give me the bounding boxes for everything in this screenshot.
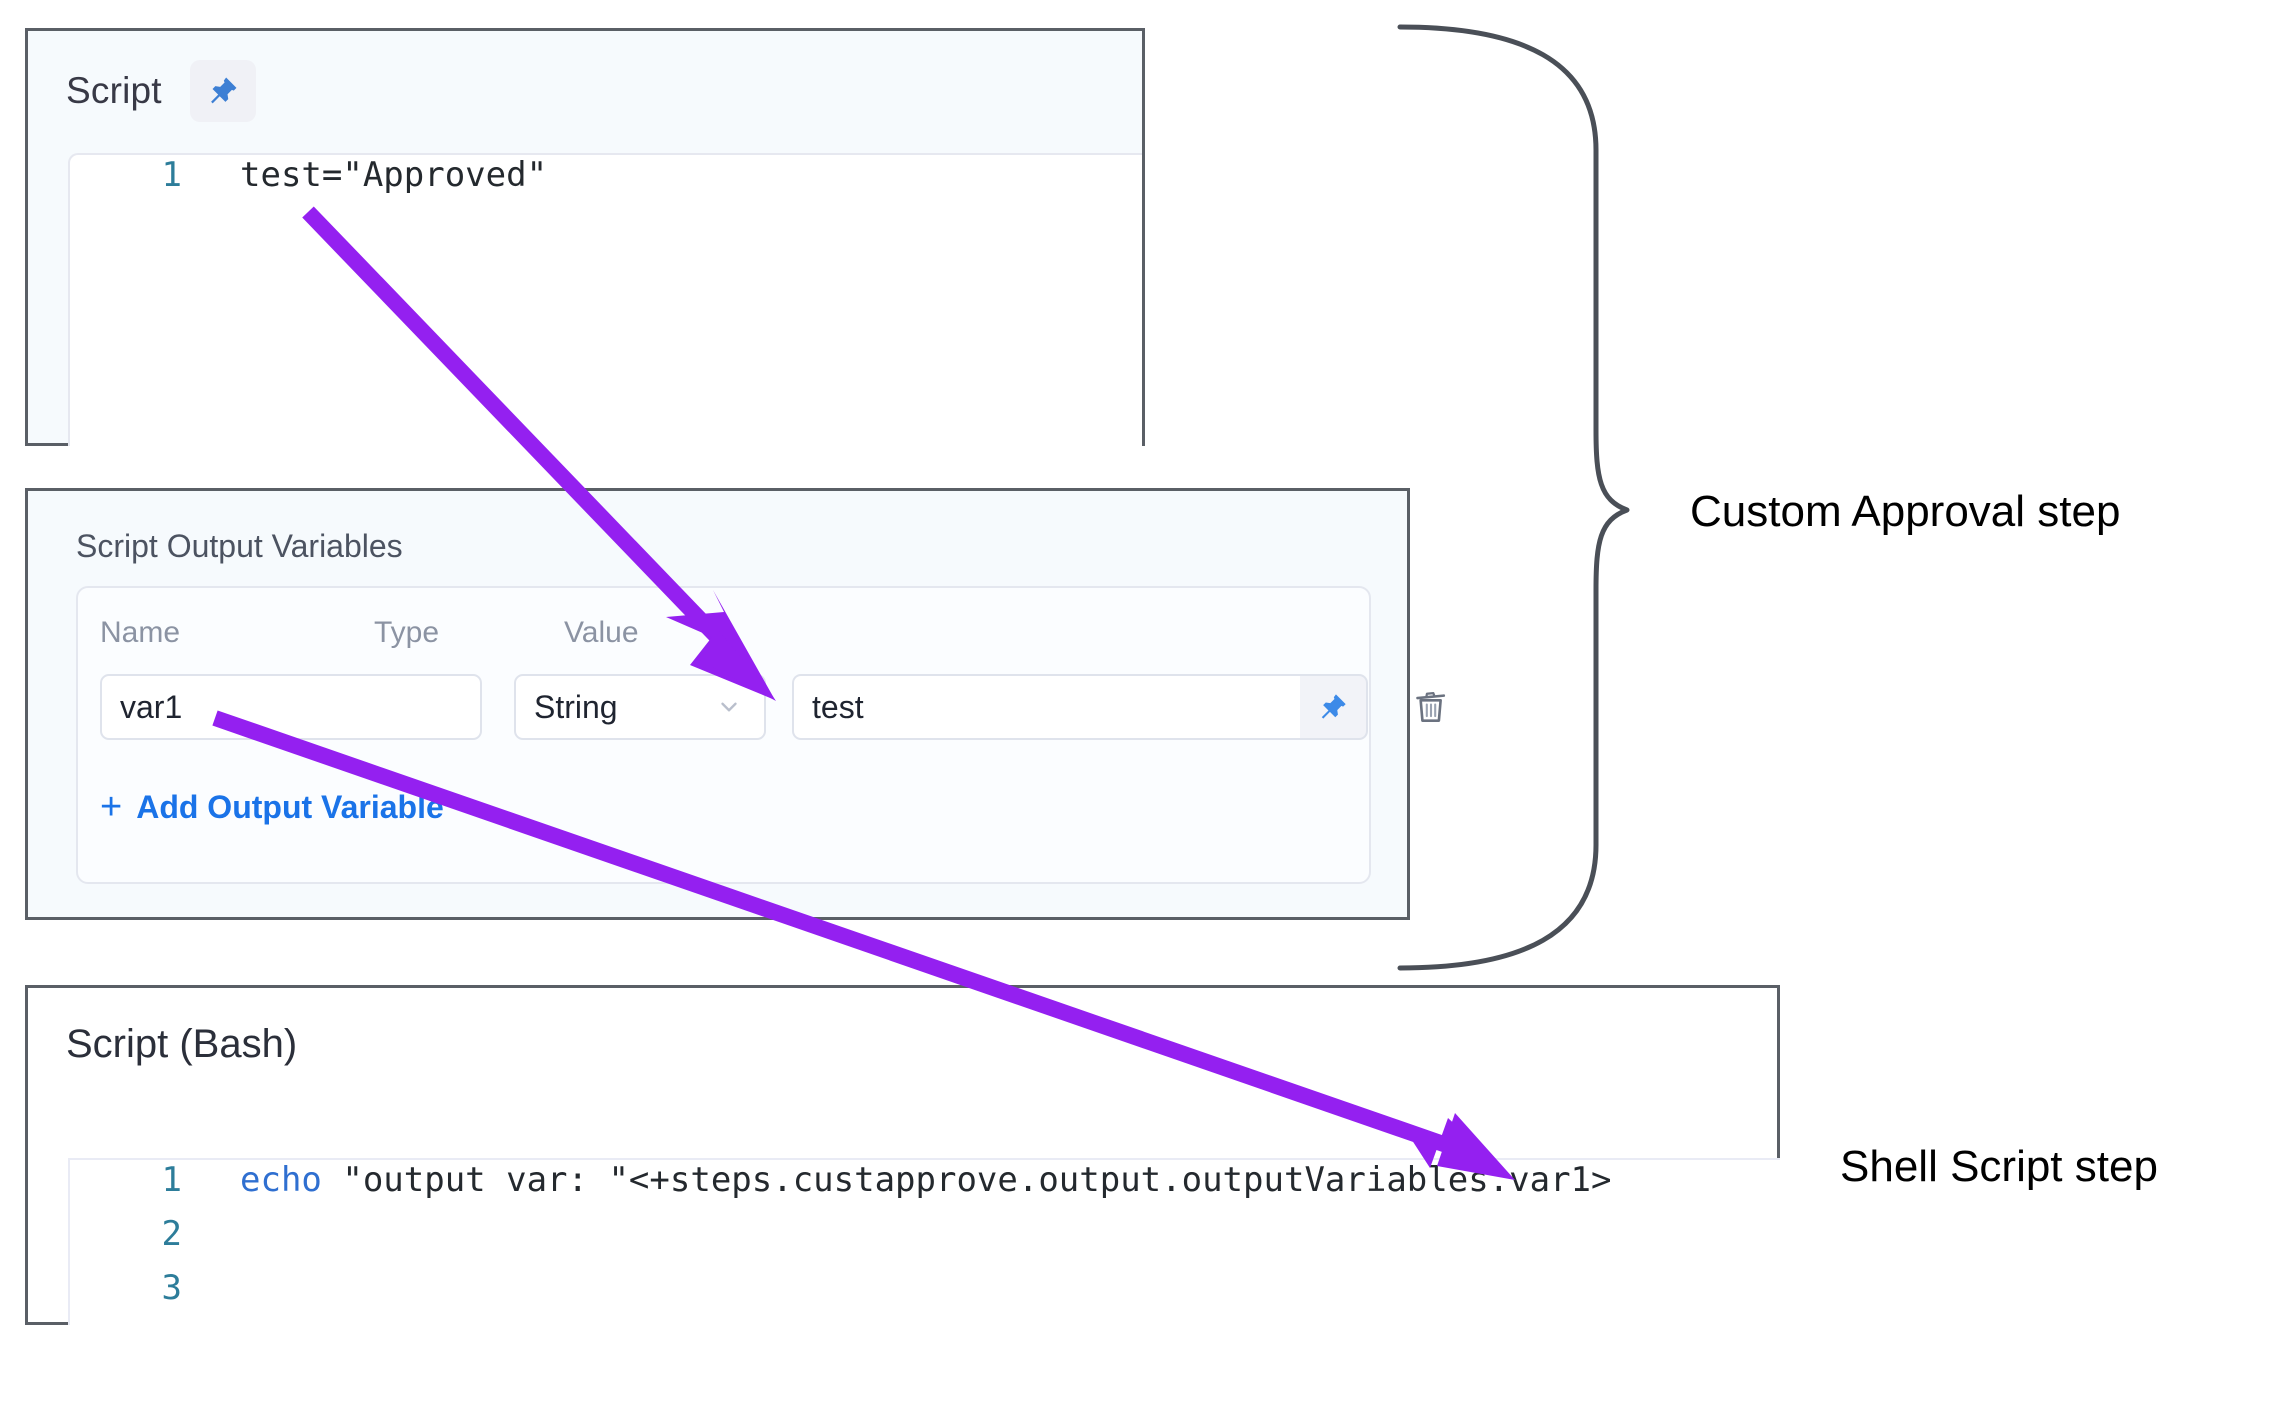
line-number: 1 bbox=[161, 155, 182, 195]
bash-panel-title: Script (Bash) bbox=[66, 1022, 298, 1066]
trash-icon bbox=[1416, 691, 1446, 722]
script-code-editor[interactable]: 1 test="Approved" bbox=[68, 153, 1142, 446]
code-line: 3 bbox=[70, 1268, 1780, 1322]
variable-value-input[interactable]: test bbox=[792, 674, 1300, 740]
chevron-down-icon bbox=[721, 702, 737, 712]
output-variables-card: Name Type Value var1 String test bbox=[76, 586, 1446, 884]
delete-variable-button[interactable] bbox=[1400, 676, 1462, 738]
pushpin-glyph bbox=[1321, 694, 1346, 719]
value-pushpin-icon[interactable] bbox=[1300, 674, 1368, 740]
pushpin-icon[interactable] bbox=[189, 60, 256, 122]
code-line: 1 test="Approved" bbox=[70, 155, 1142, 209]
shell-script-panel: Script (Bash) 1 echo "output var: "<+ste… bbox=[25, 985, 1780, 1325]
column-header-value: Value bbox=[564, 616, 639, 649]
code-keyword: echo bbox=[240, 1160, 322, 1200]
variable-type-select[interactable]: String bbox=[514, 674, 766, 740]
code-text: test="Approved" bbox=[240, 155, 548, 195]
brace-icon bbox=[1397, 24, 1630, 971]
code-rest: "output var: "<+steps.custapprove.output… bbox=[321, 1160, 1612, 1200]
line-number: 3 bbox=[161, 1268, 182, 1308]
column-header-type: Type bbox=[374, 616, 440, 649]
table-row: var1 String test bbox=[78, 674, 1446, 746]
output-variables-title: Script Output Variables bbox=[76, 528, 403, 564]
line-number: 2 bbox=[161, 1214, 182, 1254]
add-output-variable-button[interactable]: + Add Output Variable bbox=[100, 788, 444, 826]
code-line: 1 echo "output var: "<+steps.custapprove… bbox=[70, 1160, 1780, 1214]
script-panel-title: Script bbox=[66, 70, 162, 111]
column-header-name: Name bbox=[100, 616, 181, 649]
script-output-variables-panel: Script Output Variables Name Type Value … bbox=[25, 488, 1446, 920]
annotation-shell-script-step: Shell Script step bbox=[1840, 1142, 2158, 1191]
annotation-custom-approval-step: Custom Approval step bbox=[1690, 487, 2121, 536]
script-panel: Script 1 test="Approved" bbox=[25, 28, 1145, 446]
script-panel-header: Script bbox=[28, 31, 1142, 123]
variable-type-value: String bbox=[534, 688, 618, 725]
variable-name-input[interactable]: var1 bbox=[100, 674, 482, 740]
code-text: echo "output var: "<+steps.custapprove.o… bbox=[188, 1160, 1611, 1200]
pushpin-glyph bbox=[210, 77, 237, 104]
line-number: 1 bbox=[161, 1160, 182, 1200]
code-line: 2 bbox=[70, 1214, 1780, 1268]
plus-icon: + bbox=[100, 786, 123, 828]
bash-code-editor[interactable]: 1 echo "output var: "<+steps.custapprove… bbox=[68, 1158, 1780, 1325]
output-variables-column-headers: Name Type Value bbox=[78, 616, 1369, 660]
add-output-variable-label: Add Output Variable bbox=[136, 788, 444, 825]
